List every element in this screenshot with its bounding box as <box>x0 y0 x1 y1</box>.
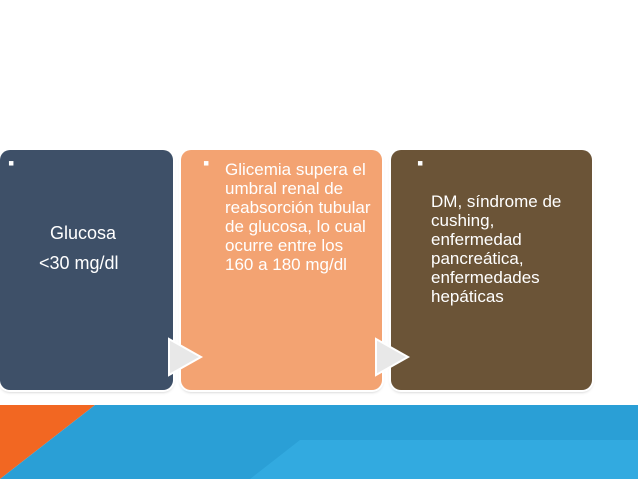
step-3-text: DM, síndrome de cushing, enfermedad panc… <box>431 192 562 306</box>
process-step-2: ▪ Glicemia supera el umbral renal de rea… <box>181 150 382 390</box>
step-1-line-2: <30 mg/dl <box>39 253 119 273</box>
bullet-icon: ▪ <box>203 153 210 173</box>
bullet-icon: ▪ <box>8 153 15 173</box>
blue-band-light <box>250 440 638 479</box>
step-1-line-1: Glucosa <box>50 223 117 243</box>
process-step-3: ▪ DM, síndrome de cushing, enfermedad pa… <box>391 150 592 390</box>
process-step-1: ▪ Glucosa <30 mg/dl <box>0 150 173 390</box>
chevron-right-icon <box>375 337 411 377</box>
step-2-text: Glicemia supera el umbral renal de reabs… <box>225 160 371 274</box>
chevron-right-icon <box>168 337 204 377</box>
bullet-icon: ▪ <box>417 153 424 173</box>
